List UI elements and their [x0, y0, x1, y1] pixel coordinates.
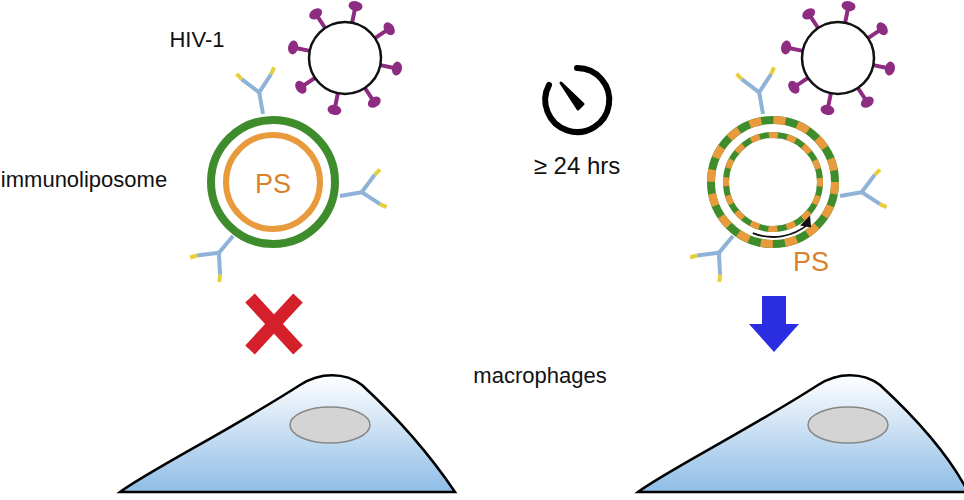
- macrophage-cell: [638, 375, 964, 492]
- macrophage-cell: [120, 375, 455, 492]
- lipid-label: PS: [793, 247, 829, 278]
- cell-label: macrophages: [473, 363, 606, 389]
- antibody: [237, 67, 282, 117]
- antibody: [837, 170, 887, 215]
- antibody-group: [190, 67, 886, 282]
- antibody: [337, 170, 387, 215]
- liposome: PS: [203, 112, 343, 252]
- uptake-arrow: [749, 296, 799, 352]
- lipid-label: PS: [255, 169, 291, 200]
- time-label: ≥ 24 hrs: [534, 152, 621, 180]
- timer-icon: [545, 68, 609, 132]
- liposome: PS: [703, 112, 843, 252]
- antibody: [737, 67, 782, 117]
- virus: [287, 0, 403, 116]
- liposome-outline: [703, 112, 843, 252]
- virus-group: [287, 0, 896, 116]
- block-cross: [250, 298, 298, 350]
- liposome-label: immunoliposome: [1, 167, 167, 193]
- virus-label: HIV-1: [169, 27, 224, 53]
- virus: [780, 0, 896, 116]
